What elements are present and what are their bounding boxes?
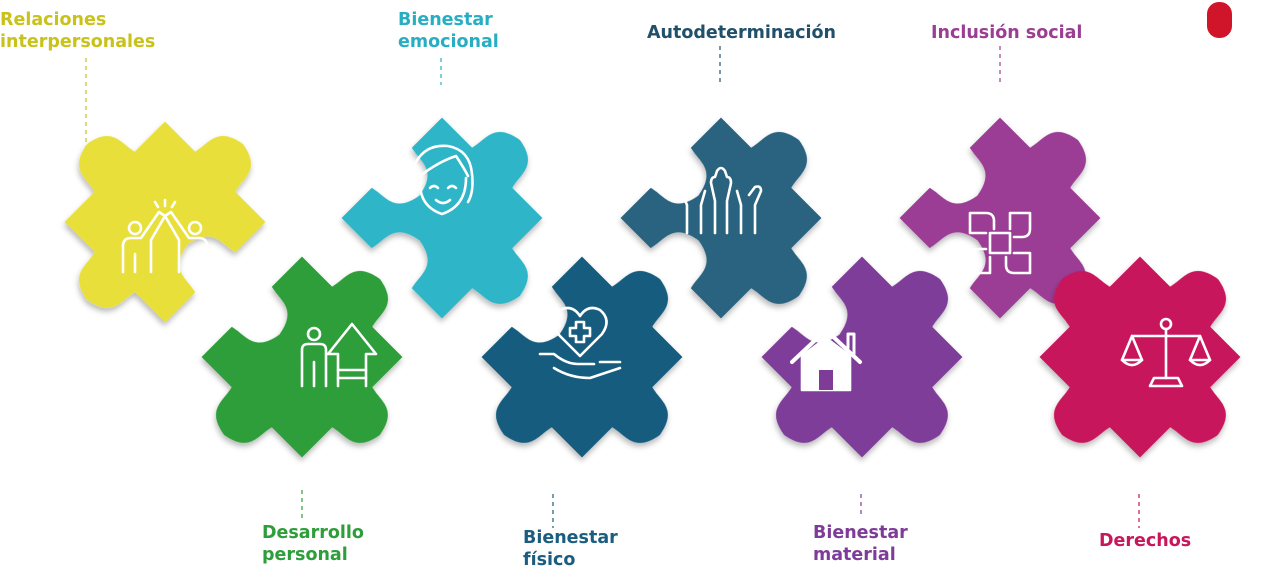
- label-emocional-line1: Bienestar: [398, 10, 493, 30]
- label-material: Bienestar material: [813, 522, 908, 566]
- label-material-line2: material: [813, 545, 896, 565]
- connector-lines: [85, 46, 1140, 528]
- joined-hands-icon: [968, 211, 1032, 275]
- high-five-icon: [121, 198, 209, 274]
- puzzle-pieces: [64, 117, 1241, 458]
- label-autodeterminacion-line1: Autodeterminación: [647, 23, 837, 43]
- label-fisico-line1: Bienestar: [523, 528, 618, 548]
- label-autodeterminacion: Autodeterminación: [647, 22, 836, 44]
- puzzle-piece-fisico: [481, 256, 683, 458]
- puzzle-piece-desarrollo: [201, 256, 403, 458]
- smiling-face-icon: [411, 144, 474, 216]
- label-relaciones-line1: Relaciones: [0, 10, 107, 30]
- puzzle-piece-material: [761, 256, 963, 458]
- label-desarrollo-line2: personal: [262, 545, 348, 565]
- label-derechos: Derechos: [1099, 530, 1191, 552]
- scales-icon: [1120, 317, 1212, 388]
- label-desarrollo-line1: Desarrollo: [262, 523, 364, 543]
- label-relaciones-line2: interpersonales: [0, 32, 156, 52]
- label-emocional: Bienestar emocional: [398, 9, 499, 53]
- label-emocional-line2: emocional: [398, 32, 499, 52]
- puzzle-piece-inclusion: [899, 117, 1101, 319]
- puzzle-piece-emocional: [341, 117, 543, 319]
- puzzle-piece-relaciones: [64, 121, 266, 323]
- label-material-line1: Bienestar: [813, 523, 908, 543]
- label-desarrollo: Desarrollo personal: [262, 522, 364, 566]
- label-fisico: Bienestar físico: [523, 527, 618, 571]
- label-fisico-line2: físico: [523, 550, 576, 570]
- puzzle-piece-autodeterminacion: [620, 117, 822, 319]
- raised-hands-icon: [679, 166, 763, 235]
- label-relaciones: Relaciones interpersonales: [0, 9, 155, 53]
- label-inclusion-line1: Inclusión social: [931, 23, 1083, 43]
- piece-icons: [121, 144, 1212, 392]
- growth-arrow-person-icon: [300, 322, 378, 388]
- house-icon: [790, 328, 862, 392]
- heart-hand-icon: [538, 306, 622, 380]
- label-inclusion: Inclusión social: [931, 22, 1082, 44]
- label-derechos-line1: Derechos: [1099, 531, 1192, 551]
- red-capsule-mark: [1207, 2, 1232, 38]
